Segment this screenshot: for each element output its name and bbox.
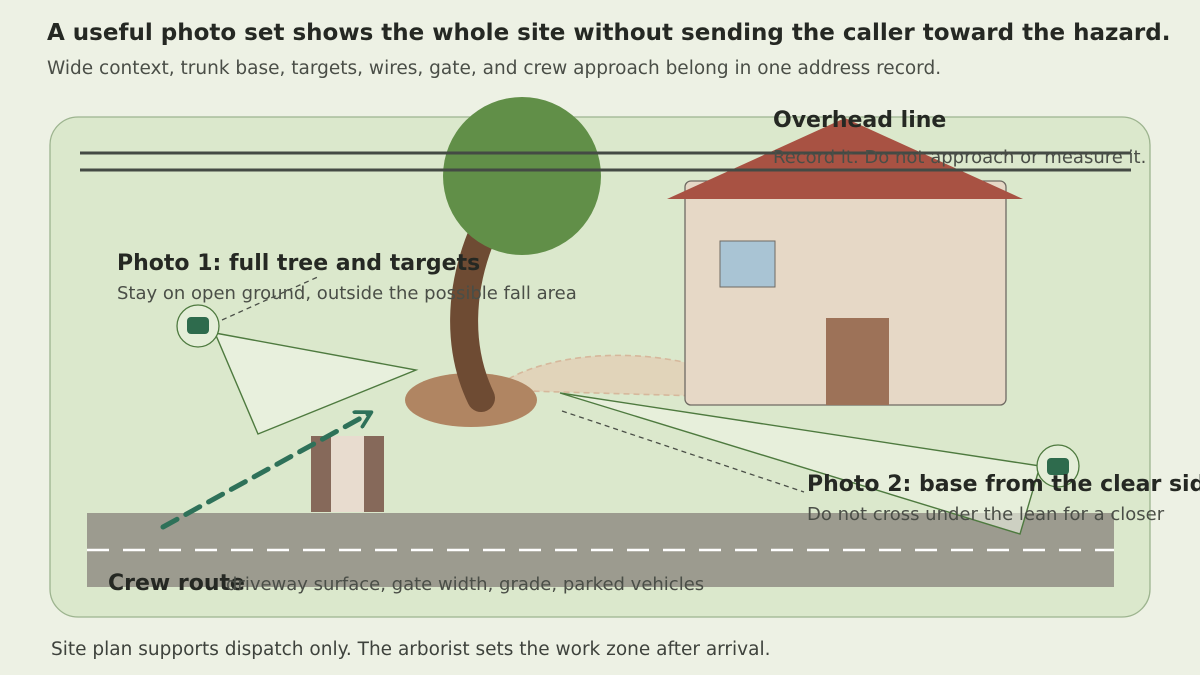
photo-2-view-cone [559, 392, 1041, 535]
tree-canopy [443, 97, 601, 255]
house-window [719, 240, 776, 288]
tree-trunk [450, 216, 498, 412]
house-door [826, 318, 889, 405]
crew-route-arrow [160, 413, 370, 530]
photo-2-note: Do not cross under the lean for a closer [807, 504, 1165, 525]
house-roof [667, 118, 1023, 199]
photo-2-title: Photo 2: base from the clear side [807, 472, 1200, 497]
house [667, 118, 1023, 406]
photo-1-viewpoint [176, 275, 419, 435]
photo-2-viewpoint [559, 392, 1080, 535]
footer-note: Site plan supports dispatch only. The ar… [51, 639, 771, 660]
camera-icon [1047, 458, 1069, 475]
crew-route-title: Crew route [108, 571, 245, 596]
crew-route-note: driveway surface, gate width, grade, par… [226, 574, 704, 595]
photo-1-view-cone [213, 332, 419, 435]
photo-1-title: Photo 1: full tree and targets [117, 251, 480, 276]
overhead-line-title: Overhead line [773, 108, 946, 133]
page-title: A useful photo set shows the whole site … [47, 20, 1171, 46]
photo-2-leader [561, 410, 805, 493]
overhead-line-note: Record it. Do not approach or measure it… [773, 147, 1146, 168]
tree [405, 97, 601, 427]
page-subtitle: Wide context, trunk base, targets, wires… [47, 58, 942, 79]
camera-icon [187, 317, 209, 334]
photo-1-note: Stay on open ground, outside the possibl… [117, 283, 577, 304]
overhead-wires [80, 151, 1131, 172]
gate [311, 436, 384, 512]
